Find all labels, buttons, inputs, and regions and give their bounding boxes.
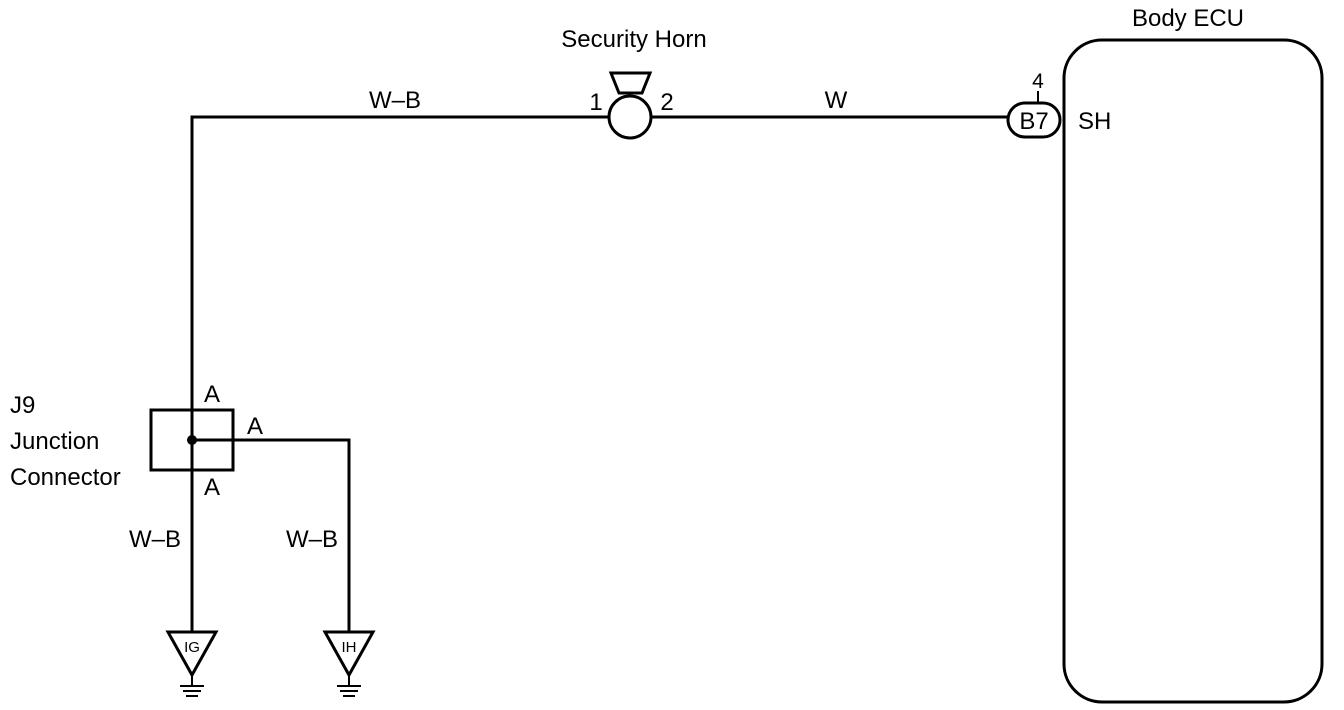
wire-label-horn-to-ecu: W [825, 87, 848, 114]
junction-name-line2: Connector [10, 464, 121, 491]
horn-circle [607, 94, 653, 140]
junction-connector-box [149, 408, 235, 472]
wire-junction-to-ih [233, 438, 351, 632]
body-ecu-box [1062, 38, 1324, 704]
ground-ih-triangle [322, 630, 376, 679]
wire-label-junction-to-ig: W–B [129, 526, 181, 553]
junction-terminal-top: A [204, 381, 220, 408]
horn-pin-1-label: 1 [589, 89, 602, 116]
horn-bell-icon [608, 71, 653, 95]
junction-id-label: J9 [10, 392, 35, 419]
wire-label-junction-to-ih: W–B [286, 526, 338, 553]
wire-label-horn-to-junction: W–B [369, 87, 421, 114]
security-horn [607, 71, 653, 140]
junction-terminal-bottom: A [204, 474, 220, 501]
body-ecu-title: Body ECU [1132, 5, 1244, 32]
ecu-pin-label: 4 [1032, 70, 1044, 93]
ground-ih-label: IH [342, 639, 357, 656]
junction-terminal-right: A [247, 413, 263, 440]
wire-horn-to-junction [190, 115, 608, 410]
ecu-connector-label: B7 [1019, 108, 1048, 135]
ground-ig-label: IG [184, 639, 200, 656]
ecu-terminal-label: SH [1078, 108, 1111, 135]
horn-pin-2-label: 2 [660, 89, 673, 116]
ground-ig [165, 630, 219, 697]
ground-ih [322, 630, 376, 697]
junction-internal-wire [190, 410, 233, 470]
security-horn-title: Security Horn [561, 26, 706, 53]
junction-name-line1: Junction [10, 428, 99, 455]
ground-ig-triangle [165, 630, 219, 679]
junction-dot [187, 435, 197, 445]
ecu-connector-b7 [1006, 101, 1062, 139]
